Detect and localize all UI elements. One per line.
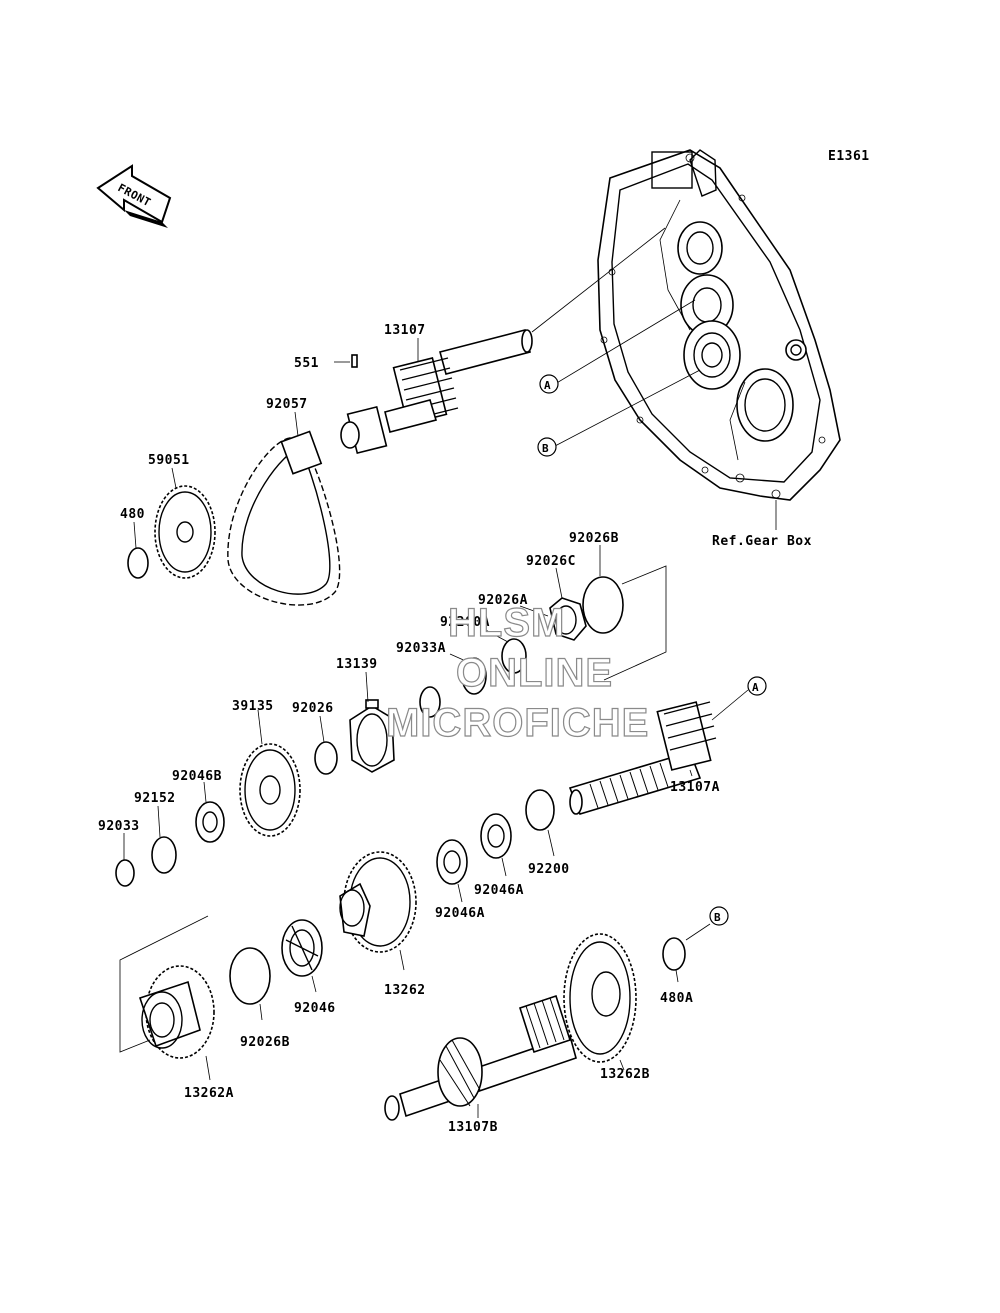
shaft-13107 [340,329,533,455]
chain-92057 [227,430,341,606]
diagram-code: E1361 [828,149,870,164]
bearing-92046A-2 [436,839,468,885]
bearing-92046B [195,801,225,843]
gear-13139 [349,699,395,773]
svg-text:MICROFICHE: MICROFICHE [386,701,649,745]
circlip-92033 [115,859,135,887]
label-13107: 13107 [384,323,426,338]
callout-b-top: B [537,437,557,457]
label-13262B: 13262B [600,1067,650,1082]
label-13107A: 13107A [670,780,720,795]
label-59051: 59051 [148,453,190,468]
label-92057: 92057 [266,397,308,412]
gear-13262 [339,851,417,953]
label-92046A-1: 92046A [474,883,524,898]
label-92046: 92046 [294,1001,336,1016]
label-92026A: 92026A [478,593,528,608]
shaft-13107B [384,994,577,1121]
shaft-13107A [568,701,717,815]
svg-text:ONLINE: ONLINE [456,651,613,695]
gear-39135 [239,743,301,837]
label-92046A-2: 92046A [435,906,485,921]
label-92200A: 92200A [440,615,490,630]
callout-a-bottom: A [747,676,767,696]
label-92152: 92152 [134,791,176,806]
circlip-480 [127,547,149,579]
washer-92200 [525,789,555,831]
washer-92200A [501,638,527,674]
washer-92152 [151,836,177,874]
label-551: 551 [294,356,319,371]
label-92033A: 92033A [396,641,446,656]
circlip-92033A [461,657,487,695]
label-480: 480 [120,507,145,522]
bearing-92046A-1 [480,813,512,859]
svg-text:B: B [542,442,549,455]
label-13262A: 13262A [184,1086,234,1101]
key-551 [351,354,358,368]
collar-92026C [549,597,587,641]
label-39135: 39135 [232,699,274,714]
gear-13262A [138,965,215,1059]
callout-a-top: A [539,374,559,394]
label-92026B-top: 92026B [569,531,619,546]
label-92200: 92200 [528,862,570,877]
label-13262: 13262 [384,983,426,998]
circlip-small [419,686,441,718]
label-92033: 92033 [98,819,140,834]
ring-92026B-bottom [229,947,271,1005]
circlip-480A [662,937,686,971]
label-13107B: 13107B [448,1120,498,1135]
svg-text:B: B [714,911,721,924]
sprocket-59051 [154,485,216,579]
ref-gear-box-label: Ref.Gear Box [712,534,812,549]
gear-box-case [597,149,841,501]
label-92046B: 92046B [172,769,222,784]
ring-92026B-top [582,576,624,634]
label-13139: 13139 [336,657,378,672]
washer-92026 [314,741,338,775]
label-480A: 480A [660,991,693,1006]
callout-b-bottom: B [709,906,729,926]
front-arrow-icon: FRONT [96,164,172,228]
svg-text:HLSM: HLSM [448,601,565,645]
svg-text:A: A [752,681,759,694]
label-92026B-bottom: 92026B [240,1035,290,1050]
gear-13262B [563,933,637,1063]
label-92026C: 92026C [526,554,576,569]
label-92026: 92026 [292,701,334,716]
watermark: HLSM ONLINE MICROFICHE [385,600,649,745]
bearing-92046 [281,919,323,977]
svg-text:A: A [544,379,551,392]
